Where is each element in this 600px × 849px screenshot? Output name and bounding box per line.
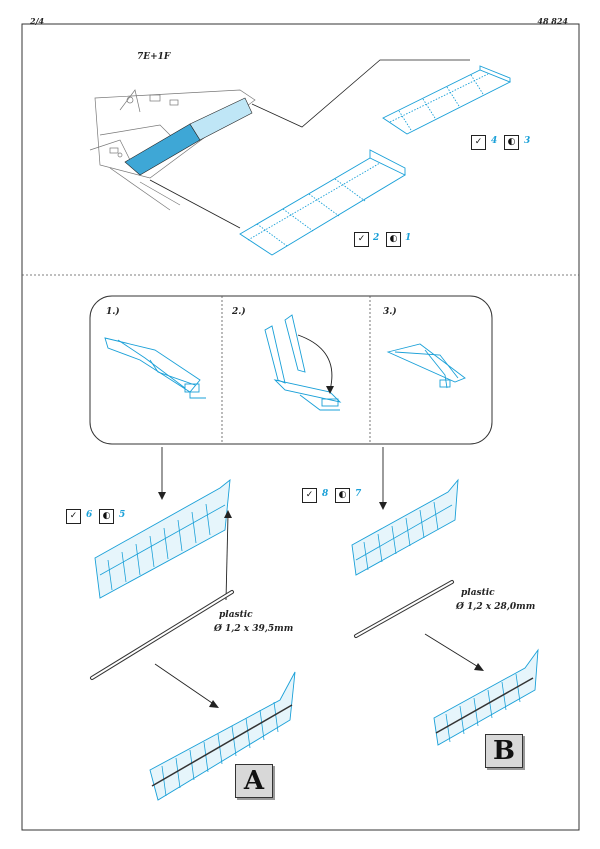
fold-check-icon: ✓ bbox=[302, 488, 317, 503]
left-result-part bbox=[149, 671, 296, 801]
right-check-number: 8 bbox=[322, 489, 329, 499]
fold-check-icon: ✓ bbox=[66, 509, 81, 524]
step-3-drawing bbox=[386, 343, 466, 389]
left-check-number: 6 bbox=[86, 510, 93, 520]
step-3-label: 3.) bbox=[383, 307, 397, 317]
mirror-part-icon: ◐ bbox=[386, 232, 401, 247]
left-plastic-rod bbox=[91, 591, 233, 679]
etched-part-lower bbox=[239, 149, 406, 256]
left-rod-dimension: Ø 1,2 x 39,5mm bbox=[214, 624, 294, 634]
left-mirror-number: 5 bbox=[119, 510, 126, 520]
fold-check-icon: ✓ bbox=[471, 135, 486, 150]
etched-part-upper bbox=[382, 65, 512, 135]
leader-line-a bbox=[149, 179, 241, 229]
left-rod-material: plastic bbox=[219, 610, 253, 620]
fold-check-icon: ✓ bbox=[354, 232, 369, 247]
mirror-part-icon: ◐ bbox=[335, 488, 350, 503]
highlight-strip-light bbox=[189, 97, 253, 141]
step-1-label: 1.) bbox=[106, 307, 120, 317]
page-frame bbox=[21, 23, 580, 831]
leader-line-b bbox=[251, 59, 470, 128]
mirror-part-icon: ◐ bbox=[504, 135, 519, 150]
step-2-drawing bbox=[264, 314, 342, 411]
steps-panel bbox=[89, 295, 493, 445]
left-hinge-ribs bbox=[99, 503, 226, 591]
right-mirror-number: 7 bbox=[355, 489, 362, 499]
right-result-part bbox=[433, 648, 539, 746]
page-number: 2/4 bbox=[30, 16, 45, 26]
right-plastic-rod bbox=[355, 581, 453, 637]
step-1-drawing bbox=[104, 337, 206, 399]
document-number: 48 824 bbox=[537, 16, 568, 26]
part-b-mirror-number: 3 bbox=[524, 136, 531, 146]
right-rod-dimension: Ø 1,2 x 28,0mm bbox=[456, 602, 536, 612]
part-a-mirror-number: 1 bbox=[405, 233, 412, 243]
fold-arrow bbox=[297, 334, 333, 391]
part-a-check-number: 2 bbox=[373, 233, 380, 243]
right-rod-material: plastic bbox=[461, 588, 495, 598]
variant-label: 7E+1F bbox=[137, 52, 171, 62]
right-hinge-part bbox=[351, 478, 459, 576]
result-label-a: A bbox=[235, 764, 273, 798]
result-label-b: B bbox=[485, 734, 523, 768]
step-2-label: 2.) bbox=[232, 307, 246, 317]
mirror-part-icon: ◐ bbox=[99, 509, 114, 524]
left-hinge-part bbox=[94, 478, 231, 599]
part-b-check-number: 4 bbox=[491, 136, 498, 146]
